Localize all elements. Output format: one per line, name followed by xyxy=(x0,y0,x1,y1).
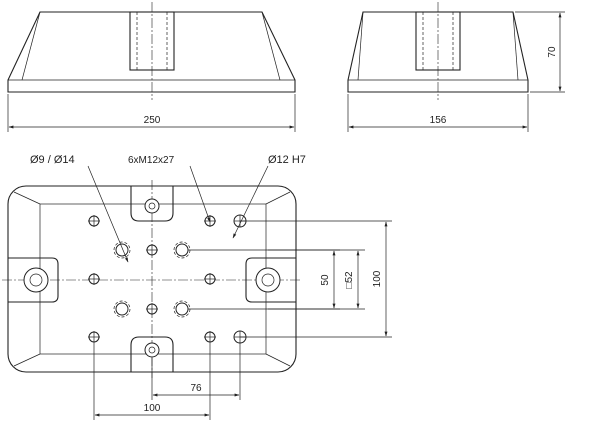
threaded-hole xyxy=(173,241,191,259)
pocket-hole-left xyxy=(23,267,49,293)
plan-chamfer-br xyxy=(265,353,291,367)
dim-52-text: □52 xyxy=(344,271,355,289)
dim-76-text: 76 xyxy=(190,383,202,394)
plan-chamfer-tr xyxy=(265,191,291,205)
hole xyxy=(146,244,158,256)
dim-250-text: 250 xyxy=(144,115,161,126)
callout-hole-text: Ø9 / Ø14 xyxy=(30,154,75,166)
side-view-chamfer-right xyxy=(512,11,519,81)
callout-thread-text: 6xM12x27 xyxy=(128,155,175,166)
threaded-hole xyxy=(173,300,191,318)
hole xyxy=(146,303,158,315)
dim-100h-text: 100 xyxy=(144,403,161,414)
front-view: 250 xyxy=(7,2,296,132)
front-view-chamfer-right xyxy=(261,11,281,81)
dim-50-text: 50 xyxy=(320,274,331,286)
dim-100v-text: 100 xyxy=(372,270,383,287)
dim-156-text: 156 xyxy=(430,115,447,126)
hole xyxy=(88,331,100,343)
side-view-chamfer-left xyxy=(357,11,364,81)
callout-hole-leader xyxy=(87,165,129,263)
callout-pin-text: Ø12 H7 xyxy=(268,154,306,166)
hole xyxy=(88,215,100,227)
plan-view-inner xyxy=(39,203,267,355)
plan-chamfer-tl xyxy=(13,191,41,205)
threaded-hole xyxy=(113,241,131,259)
threaded-hole xyxy=(113,300,131,318)
pocket-hole-right xyxy=(255,267,281,293)
plan-chamfer-bl xyxy=(13,353,41,367)
hole xyxy=(204,331,216,343)
hole xyxy=(204,273,216,285)
hole xyxy=(88,273,100,285)
side-view: 156 70 xyxy=(347,2,565,132)
pocket-hole-bottom xyxy=(144,342,160,358)
callout-thread-leader xyxy=(189,165,211,223)
dim-70-text: 70 xyxy=(547,46,558,58)
plan-view: Ø9 / Ø14 6xM12x27 Ø12 H7 50 □52 100 76 1… xyxy=(2,154,392,420)
front-view-chamfer-left xyxy=(21,11,41,81)
callout-pin-leader xyxy=(232,165,269,239)
pocket-hole-top xyxy=(144,198,160,214)
